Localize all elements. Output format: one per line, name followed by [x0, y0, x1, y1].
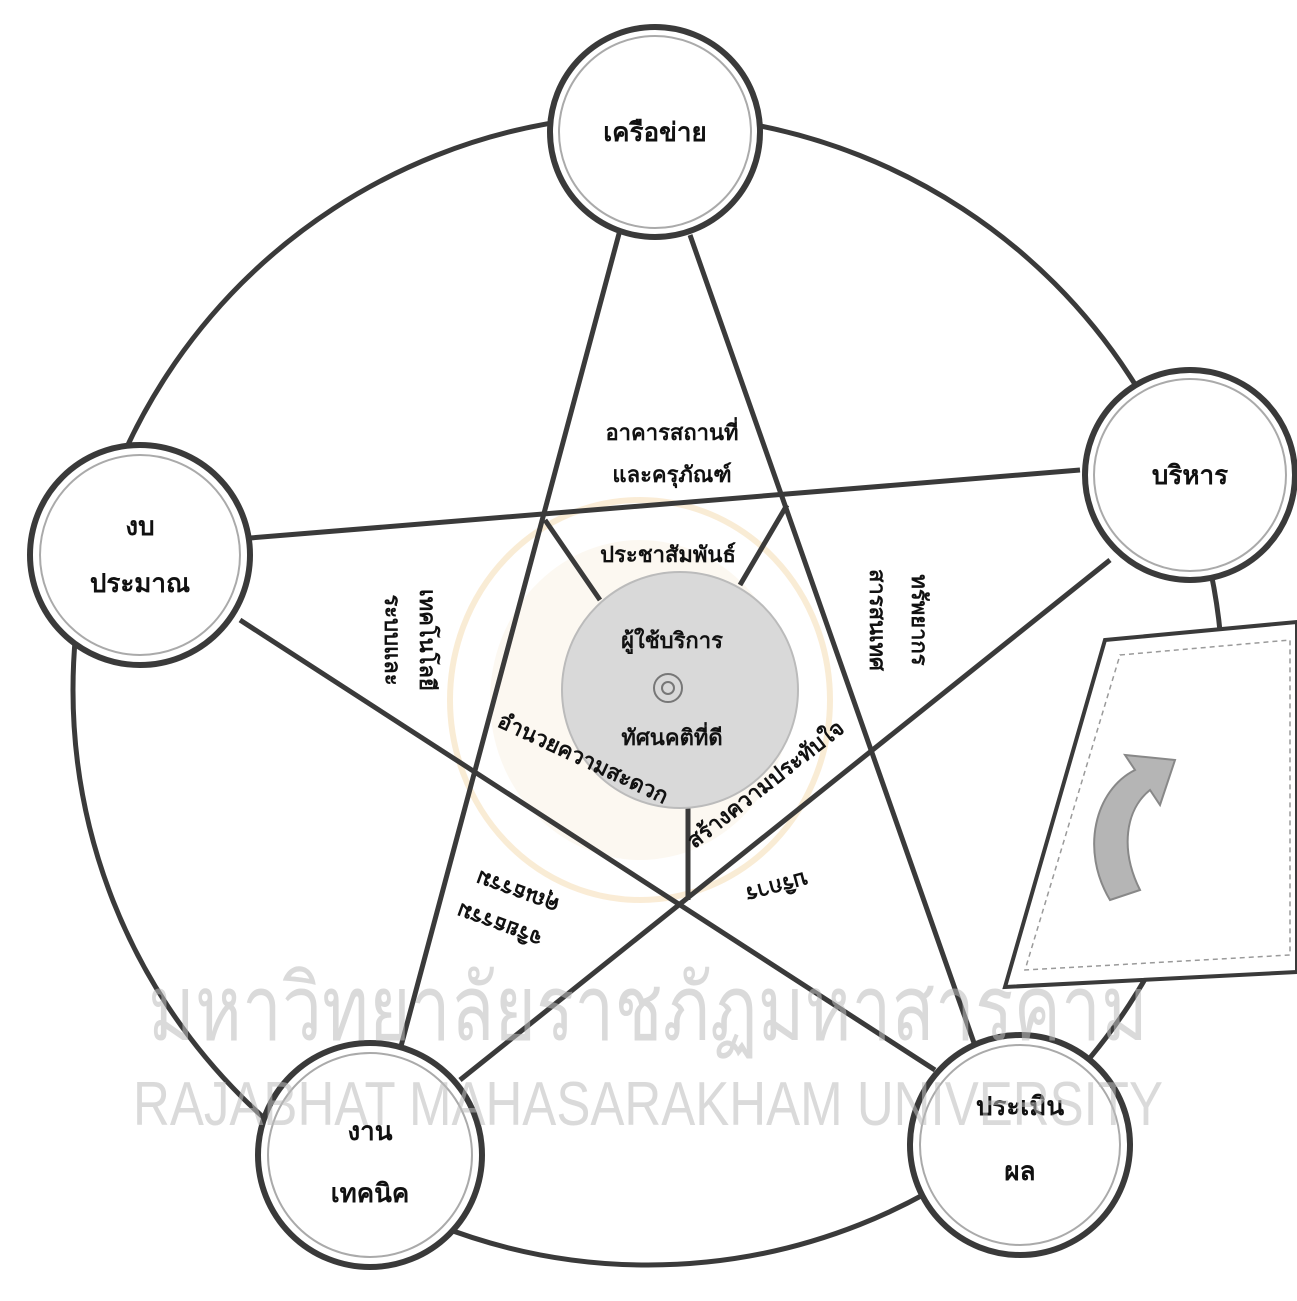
node-bottom-left-label-line2: เทคนิค — [331, 1179, 410, 1209]
node-right-label: บริหาร — [1152, 461, 1228, 491]
label-resources-line2: สารสนเทศ — [864, 569, 889, 672]
line-bottom-left-to-right — [458, 558, 1112, 1082]
label-building-line2: และครุภัณฑ์ — [612, 462, 731, 489]
label-public-relations: ประชาสัมพันธ์ — [600, 542, 736, 568]
node-left: งบ ประมาณ — [27, 442, 253, 668]
pentagram-lines — [238, 229, 1112, 1082]
line-left-to-bottom-right — [238, 617, 937, 1073]
node-bottom-right-label-line1: ประเมิน — [976, 1092, 1064, 1122]
spoke-upper-right — [737, 503, 790, 587]
spoke-upper-left — [542, 518, 603, 602]
label-building-line1: อาคารสถานที่ — [605, 416, 738, 446]
line-top-to-bottom-left — [397, 229, 623, 1051]
decorative-panel — [1002, 619, 1297, 990]
center-swirl-icon — [653, 673, 683, 703]
node-bottom-left: งาน เทคนิค — [255, 1040, 485, 1270]
node-left-label-line2: ประมาณ — [90, 569, 190, 599]
node-top-label: เครือข่าย — [603, 118, 706, 148]
watermark-thai: มหาวิทยาลัยราชภัฏมหาสารคาม — [148, 955, 1148, 1062]
label-resources-line1: ทรัพยากร — [906, 574, 931, 665]
center-circle — [561, 571, 799, 809]
node-top: เครือข่าย — [547, 24, 763, 240]
label-technology-line1: ระบบและ — [379, 594, 404, 685]
center-subtitle: ทัศนคติที่ดี — [621, 721, 722, 751]
curved-arrow-icon — [1093, 753, 1177, 902]
node-bottom-right-label-line2: ผล — [1004, 1157, 1035, 1187]
label-technology-line2: เทคโนโลยี — [414, 589, 441, 691]
node-left-label-line1: งบ — [125, 512, 154, 542]
line-left-to-right — [249, 467, 1081, 541]
node-bottom-left-label-line1: งาน — [347, 1117, 392, 1147]
label-service: บริการ — [743, 866, 811, 907]
watermark-english: RAJABHAT MAHASARAKHAM UNIVERSITY — [133, 1070, 1163, 1139]
line-top-to-bottom-right — [687, 234, 983, 1061]
node-bottom-right: ประเมิน ผล — [907, 1032, 1133, 1258]
center-title: ผู้ใช้บริการ — [621, 627, 723, 655]
node-right: บริหาร — [1082, 367, 1297, 583]
